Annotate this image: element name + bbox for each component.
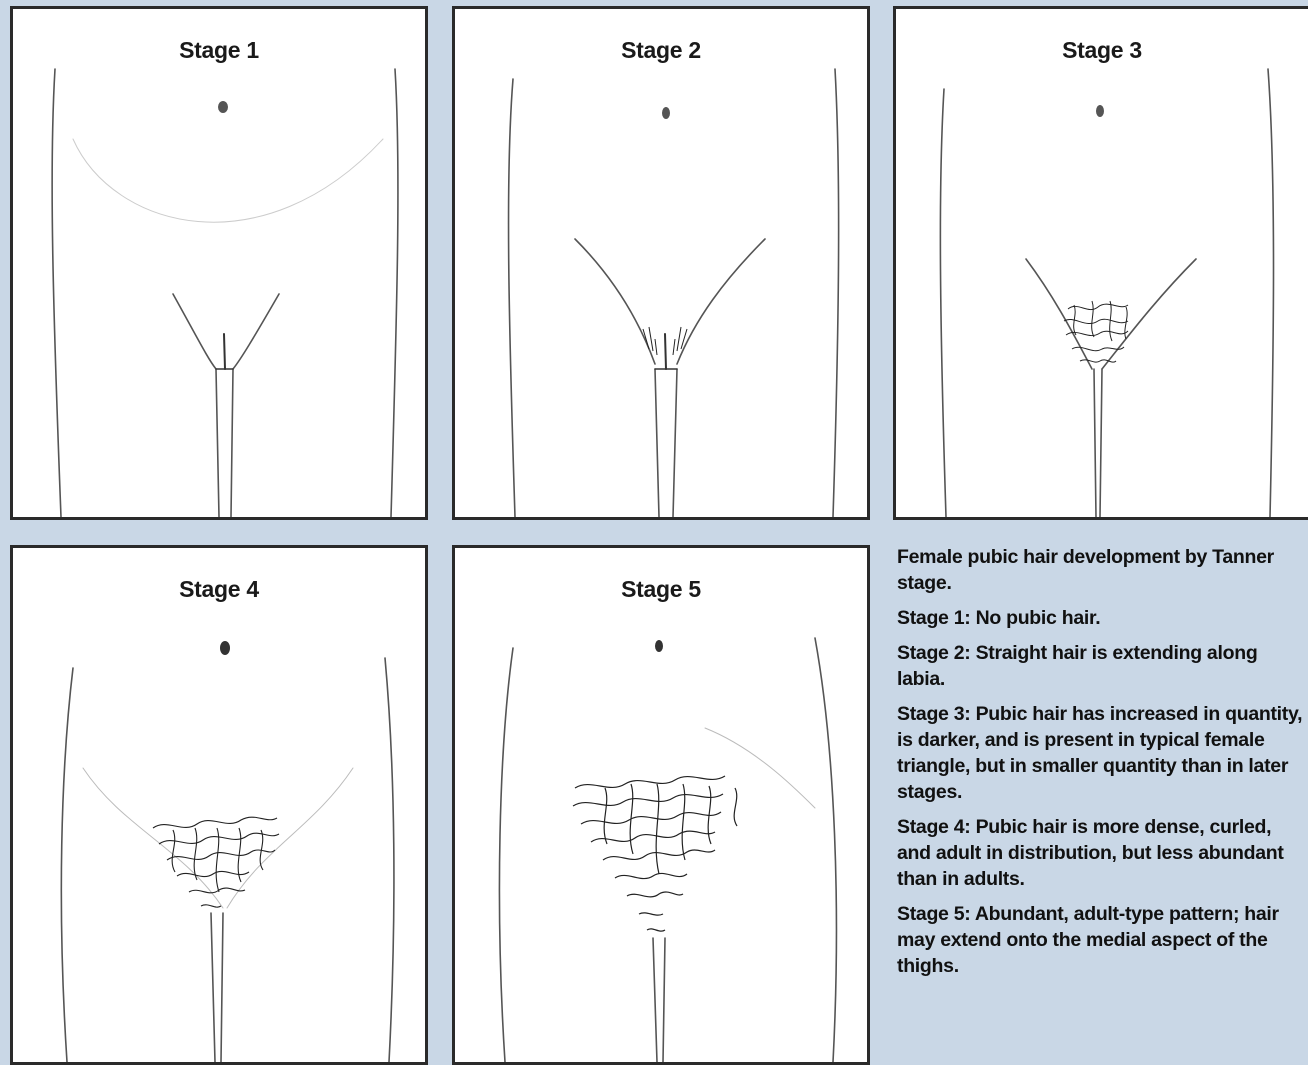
caption-heading: Female pubic hair development by Tanner … [897,544,1307,596]
stage-2-panel: Stage 2 [452,6,870,520]
stage-1-panel: Stage 1 [10,6,428,520]
stage-3-panel: Stage 3 [893,6,1308,520]
stage-2-illustration [455,9,867,517]
stage-4-panel: Stage 4 [10,545,428,1065]
caption-stage-1: Stage 1: No pubic hair. [897,605,1307,631]
stage-5-panel: Stage 5 [452,545,870,1065]
caption-stage-3: Stage 3: Pubic hair has increased in qua… [897,701,1307,805]
caption-stage-5: Stage 5: Abundant, adult-type pattern; h… [897,901,1307,979]
caption: Female pubic hair development by Tanner … [897,544,1307,988]
caption-stage-4: Stage 4: Pubic hair is more dense, curle… [897,814,1307,892]
caption-stage-2: Stage 2: Straight hair is extending alon… [897,640,1307,692]
stage-1-illustration [13,9,425,517]
stage-5-illustration [455,548,867,1062]
stage-3-illustration [896,9,1308,517]
stage-4-illustration [13,548,425,1062]
